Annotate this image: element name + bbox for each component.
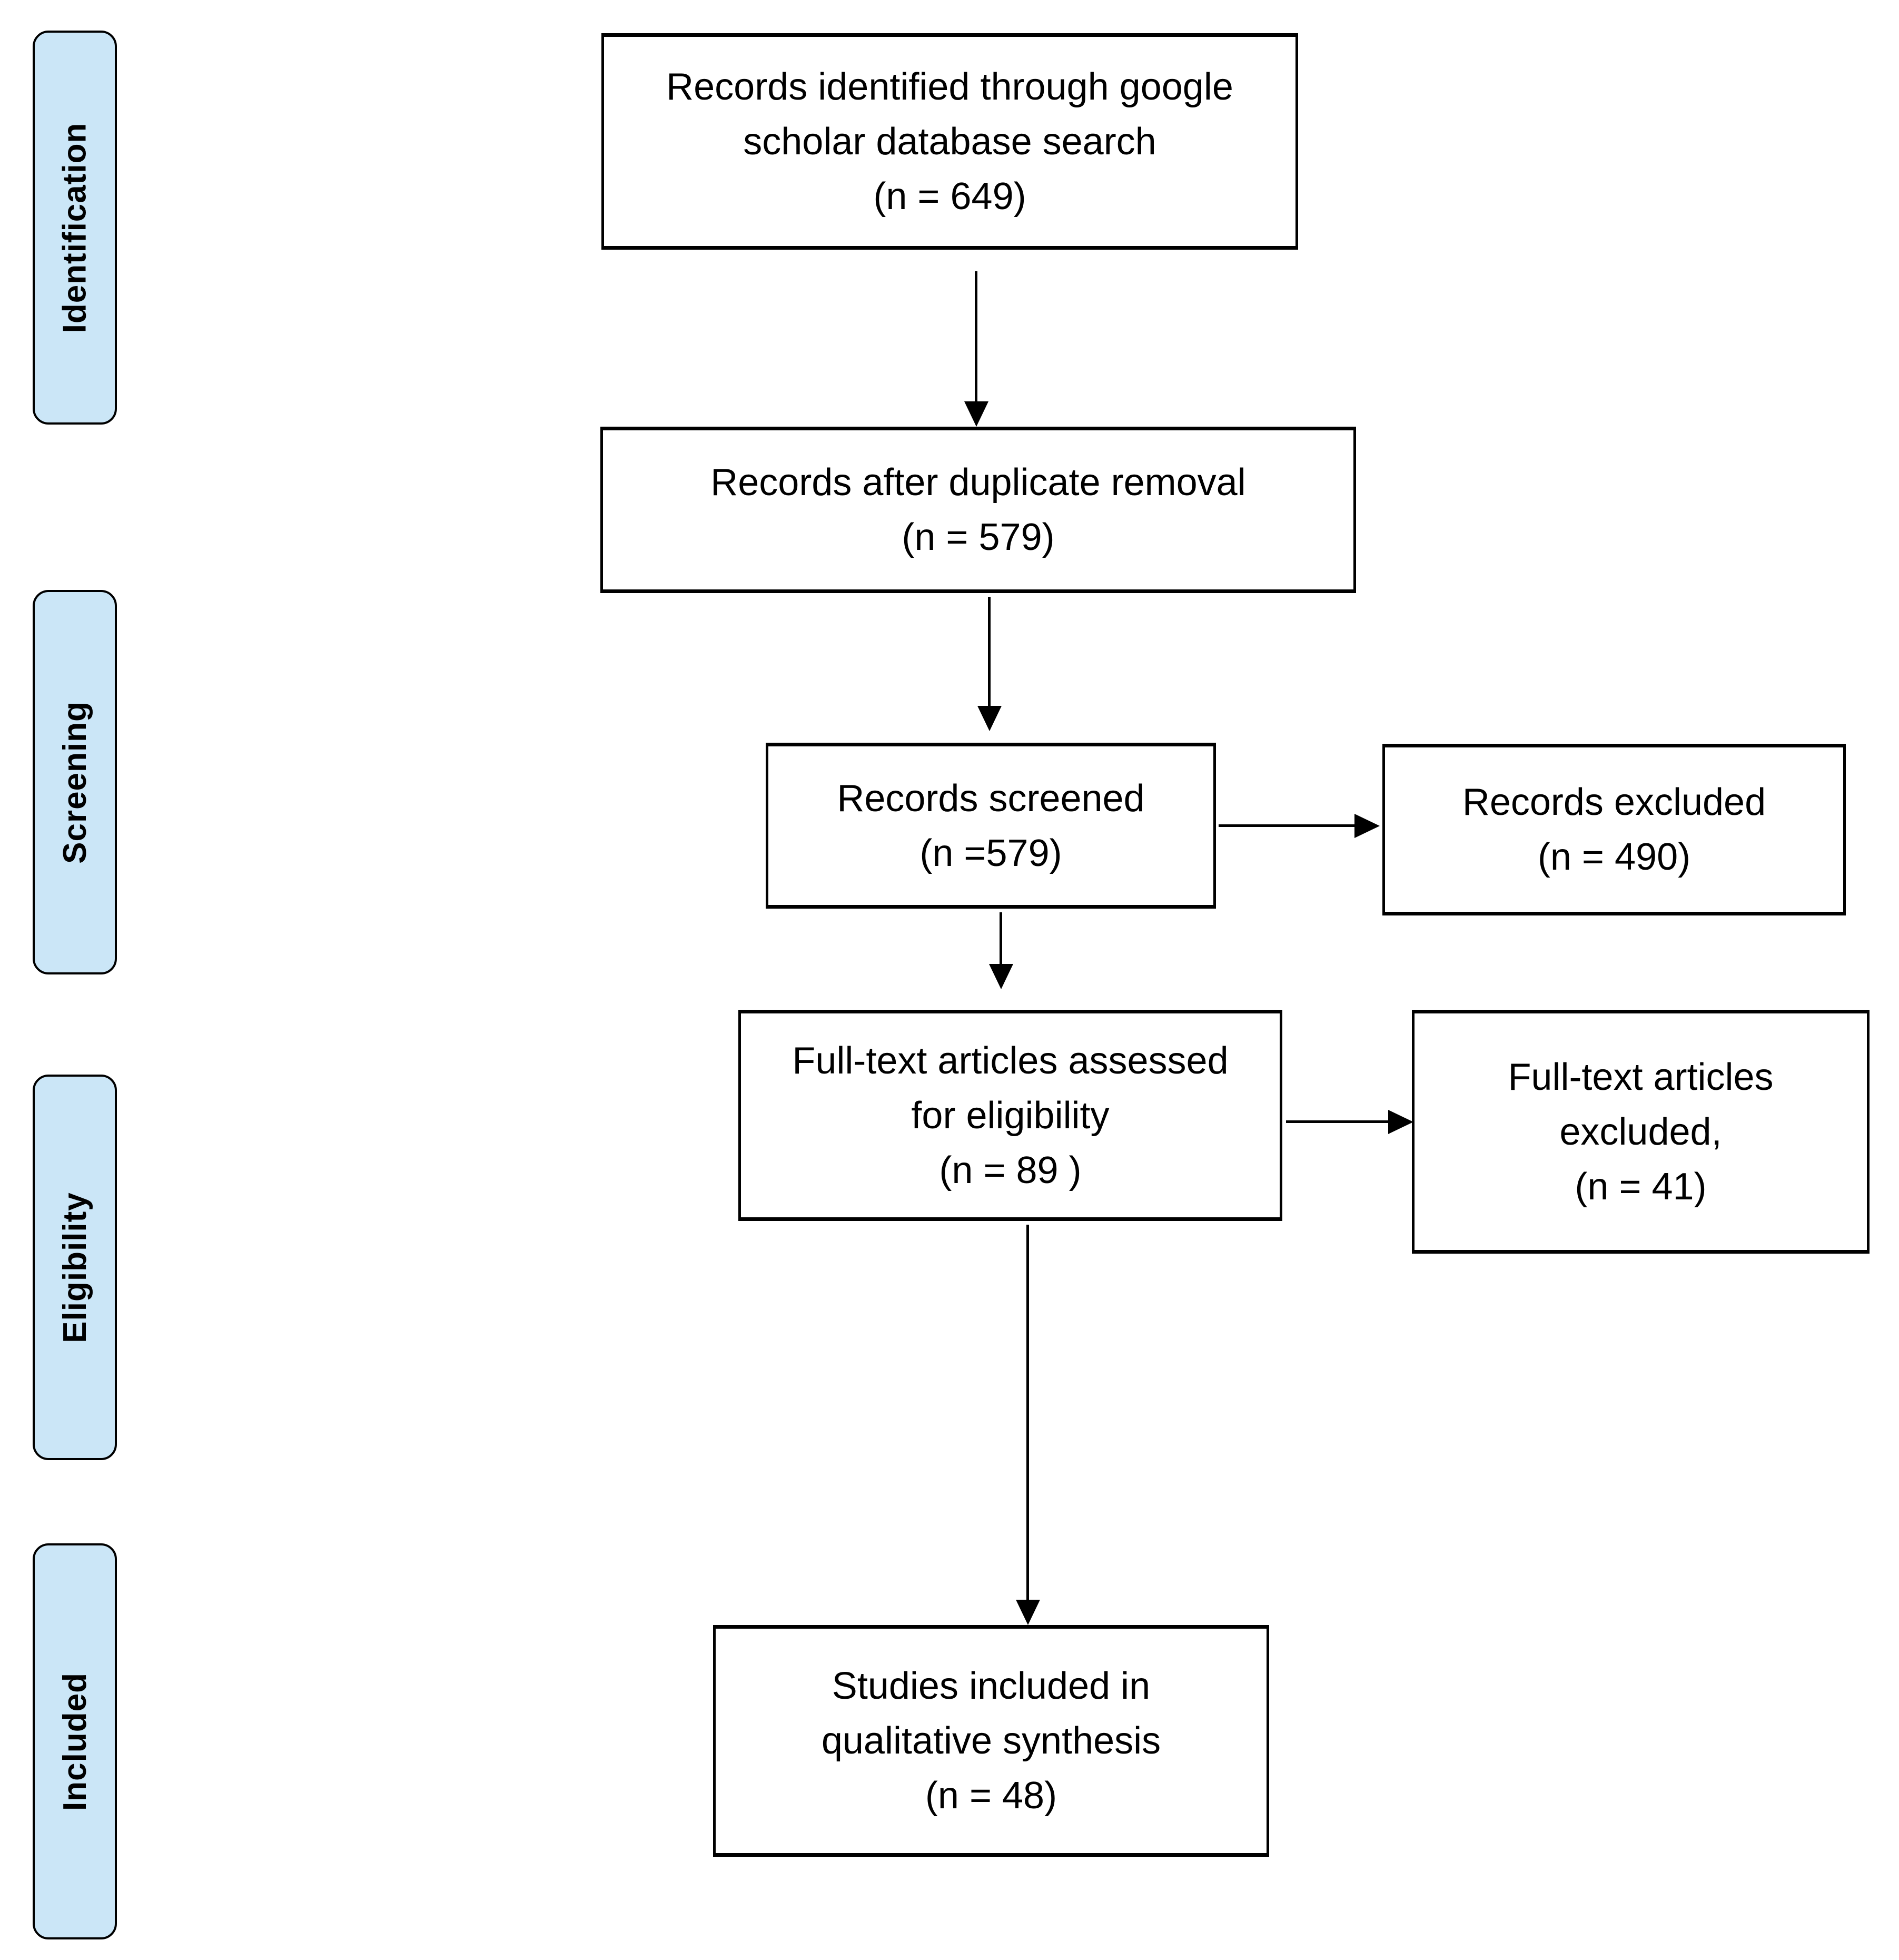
box-line: for eligibility xyxy=(911,1094,1110,1137)
box-fulltext-excluded: Full-text articles excluded, (n = 41) xyxy=(1412,1010,1870,1254)
stage-band-identification: Identification xyxy=(33,31,117,425)
stage-label-included: Included xyxy=(56,1672,93,1811)
arrow-shaft xyxy=(1026,1225,1029,1601)
arrow-shaft xyxy=(1000,912,1002,965)
box-line: (n = 41) xyxy=(1575,1165,1707,1208)
box-line: Records identified through google xyxy=(666,65,1233,108)
box-records-screened: Records screened (n =579) xyxy=(766,743,1216,909)
box-line: Records after duplicate removal xyxy=(710,461,1246,504)
box-line: qualitative synthesis xyxy=(821,1720,1161,1762)
box-studies-included: Studies included in qualitative synthesi… xyxy=(713,1625,1269,1857)
arrow-head-right-icon xyxy=(1354,814,1380,838)
arrow-shaft xyxy=(975,271,977,403)
box-line: (n = 649) xyxy=(873,175,1026,218)
box-line: Full-text articles xyxy=(1508,1056,1774,1098)
arrow-head-right-icon xyxy=(1388,1110,1413,1134)
stage-band-eligibility: Eligibility xyxy=(33,1075,117,1460)
box-fulltext-assessed: Full-text articles assessed for eligibil… xyxy=(738,1010,1282,1221)
box-records-identified: Records identified through google schola… xyxy=(601,33,1298,250)
box-line: Full-text articles assessed xyxy=(792,1039,1229,1082)
box-line: (n = 490) xyxy=(1537,836,1691,878)
box-line: excluded, xyxy=(1559,1110,1722,1153)
arrow-head-down-icon xyxy=(1016,1600,1040,1625)
box-line: scholar database search xyxy=(743,120,1156,163)
arrow-shaft xyxy=(988,597,991,707)
arrow-head-down-icon xyxy=(989,964,1013,989)
stage-label-identification: Identification xyxy=(56,122,93,333)
box-line: (n = 89 ) xyxy=(939,1149,1082,1191)
stage-label-screening: Screening xyxy=(56,701,93,864)
box-after-duplicate-removal: Records after duplicate removal (n = 579… xyxy=(600,427,1356,593)
arrow-head-down-icon xyxy=(964,401,988,427)
box-line: (n = 579) xyxy=(902,516,1055,558)
arrow-shaft xyxy=(1286,1120,1389,1123)
box-records-excluded: Records excluded (n = 490) xyxy=(1382,744,1846,915)
stage-label-eligibility: Eligibility xyxy=(56,1191,93,1343)
box-line: Studies included in xyxy=(832,1665,1151,1707)
arrow-head-down-icon xyxy=(977,706,1002,731)
stage-band-screening: Screening xyxy=(33,590,117,974)
box-line: Records screened xyxy=(837,777,1145,820)
box-line: (n =579) xyxy=(919,832,1062,874)
arrow-shaft xyxy=(1219,824,1356,827)
box-line: Records excluded xyxy=(1462,781,1766,823)
stage-band-included: Included xyxy=(33,1543,117,1939)
box-line: (n = 48) xyxy=(925,1775,1057,1817)
